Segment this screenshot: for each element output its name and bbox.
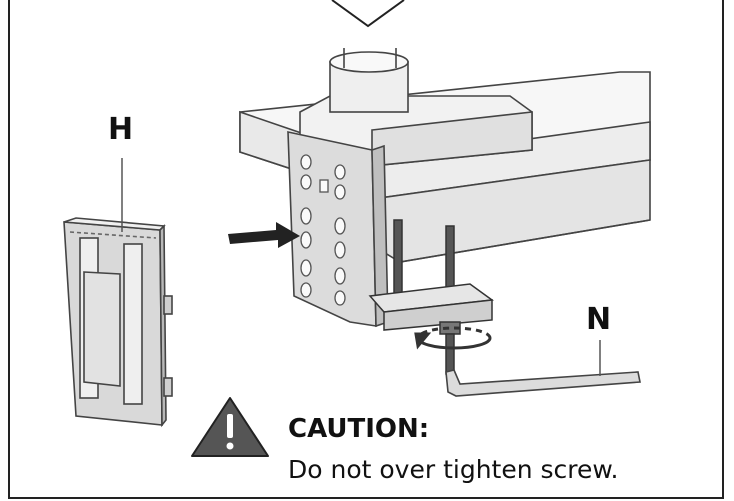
part-n-hex-key	[445, 369, 641, 397]
clamp-side-plate	[287, 131, 389, 328]
arrow-right-icon	[228, 222, 300, 248]
arm-base	[299, 48, 533, 167]
part-h-label: H	[108, 112, 134, 147]
caution-title: CAUTION:	[288, 414, 430, 444]
caution-message: Do not over tighten screw.	[288, 455, 619, 484]
diagram-frame	[8, 0, 724, 499]
part-n-label: N	[586, 302, 612, 337]
clamp-screws	[368, 219, 495, 375]
step-chevron	[331, 0, 405, 28]
part-h-cover-plate	[63, 217, 173, 428]
rotate-arrow-icon	[414, 326, 492, 350]
warning-triangle-icon	[191, 397, 269, 457]
